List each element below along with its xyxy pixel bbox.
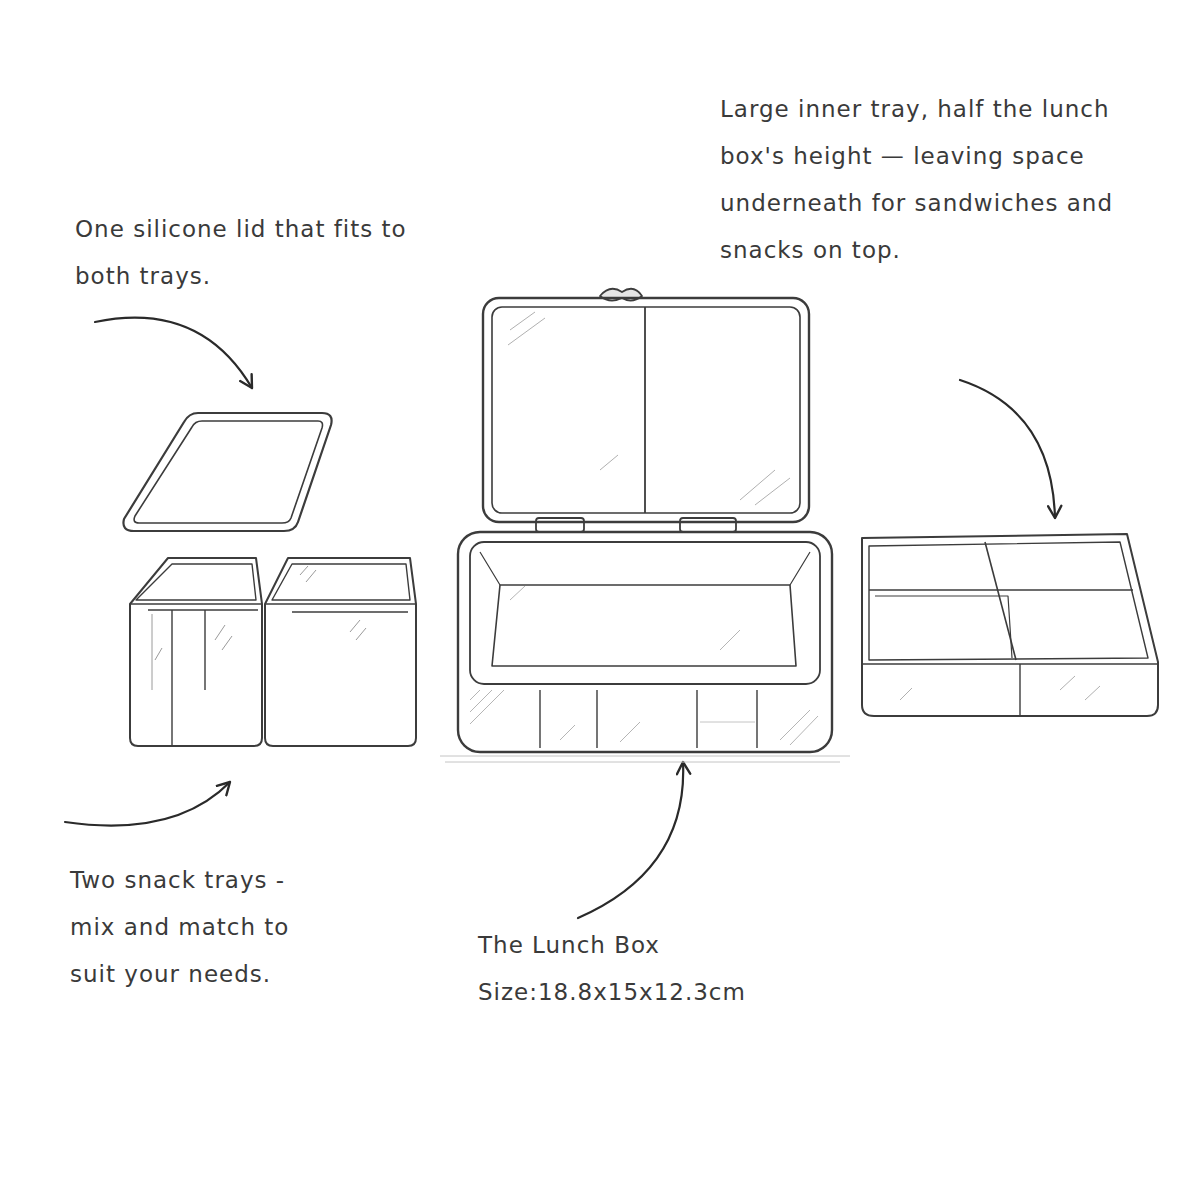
snack-tray-plain <box>265 558 416 746</box>
tray-edge <box>130 603 262 605</box>
tray-divider <box>875 596 1012 658</box>
snack-tray-divided <box>130 558 262 746</box>
tray-rim <box>136 564 256 600</box>
lunch-box <box>440 289 850 762</box>
lid-outline <box>123 413 331 531</box>
tray-outline <box>130 558 262 746</box>
box-inner-edge <box>480 552 810 585</box>
tray-hatch <box>155 625 232 660</box>
tray-rim <box>869 542 1148 660</box>
tray-divider <box>869 589 1133 591</box>
tray-hatch <box>900 676 1100 700</box>
tray-outline <box>862 534 1158 716</box>
large-inner-tray <box>862 534 1158 716</box>
leader-arrow <box>65 782 230 826</box>
dimension-label: Size:18.8x15x12.3cm <box>478 969 746 1016</box>
box-hatch <box>470 586 818 745</box>
tray-hatch <box>152 614 153 690</box>
lid-hatch <box>508 312 790 505</box>
silicone-lid <box>123 413 331 531</box>
callout-text: One silicone lid that fits to both trays… <box>75 206 455 300</box>
leader-arrows <box>65 318 1055 918</box>
tray-edge <box>862 663 1158 665</box>
tray-edge <box>265 603 416 605</box>
callout-text: The Lunch Box <box>478 922 660 969</box>
tray-divider <box>292 611 408 612</box>
hinge <box>536 518 584 532</box>
tray-divider <box>148 609 258 610</box>
leader-arrow <box>95 318 252 388</box>
box-shadow <box>440 722 850 762</box>
lid-divider <box>644 307 646 513</box>
leader-arrow <box>960 380 1055 518</box>
box-floor <box>492 585 796 666</box>
lid-inner-rim <box>134 421 322 523</box>
tray-divider <box>204 610 205 690</box>
callout-text: Two snack trays - mix and match to suit … <box>70 857 338 998</box>
leader-arrow <box>578 762 683 918</box>
tray-outline <box>265 558 416 746</box>
callout-text: Large inner tray, half the lunch box's h… <box>720 86 1182 274</box>
tray-divider <box>171 610 172 746</box>
tray-hatch <box>300 566 366 640</box>
box-base <box>458 532 832 752</box>
box-front-line <box>540 690 757 748</box>
tray-rim <box>272 564 410 600</box>
hinge <box>680 518 736 532</box>
box-rim <box>470 542 820 684</box>
box-lid <box>483 298 809 522</box>
tray-front-line <box>1019 664 1020 716</box>
box-lid-inner <box>492 307 800 513</box>
